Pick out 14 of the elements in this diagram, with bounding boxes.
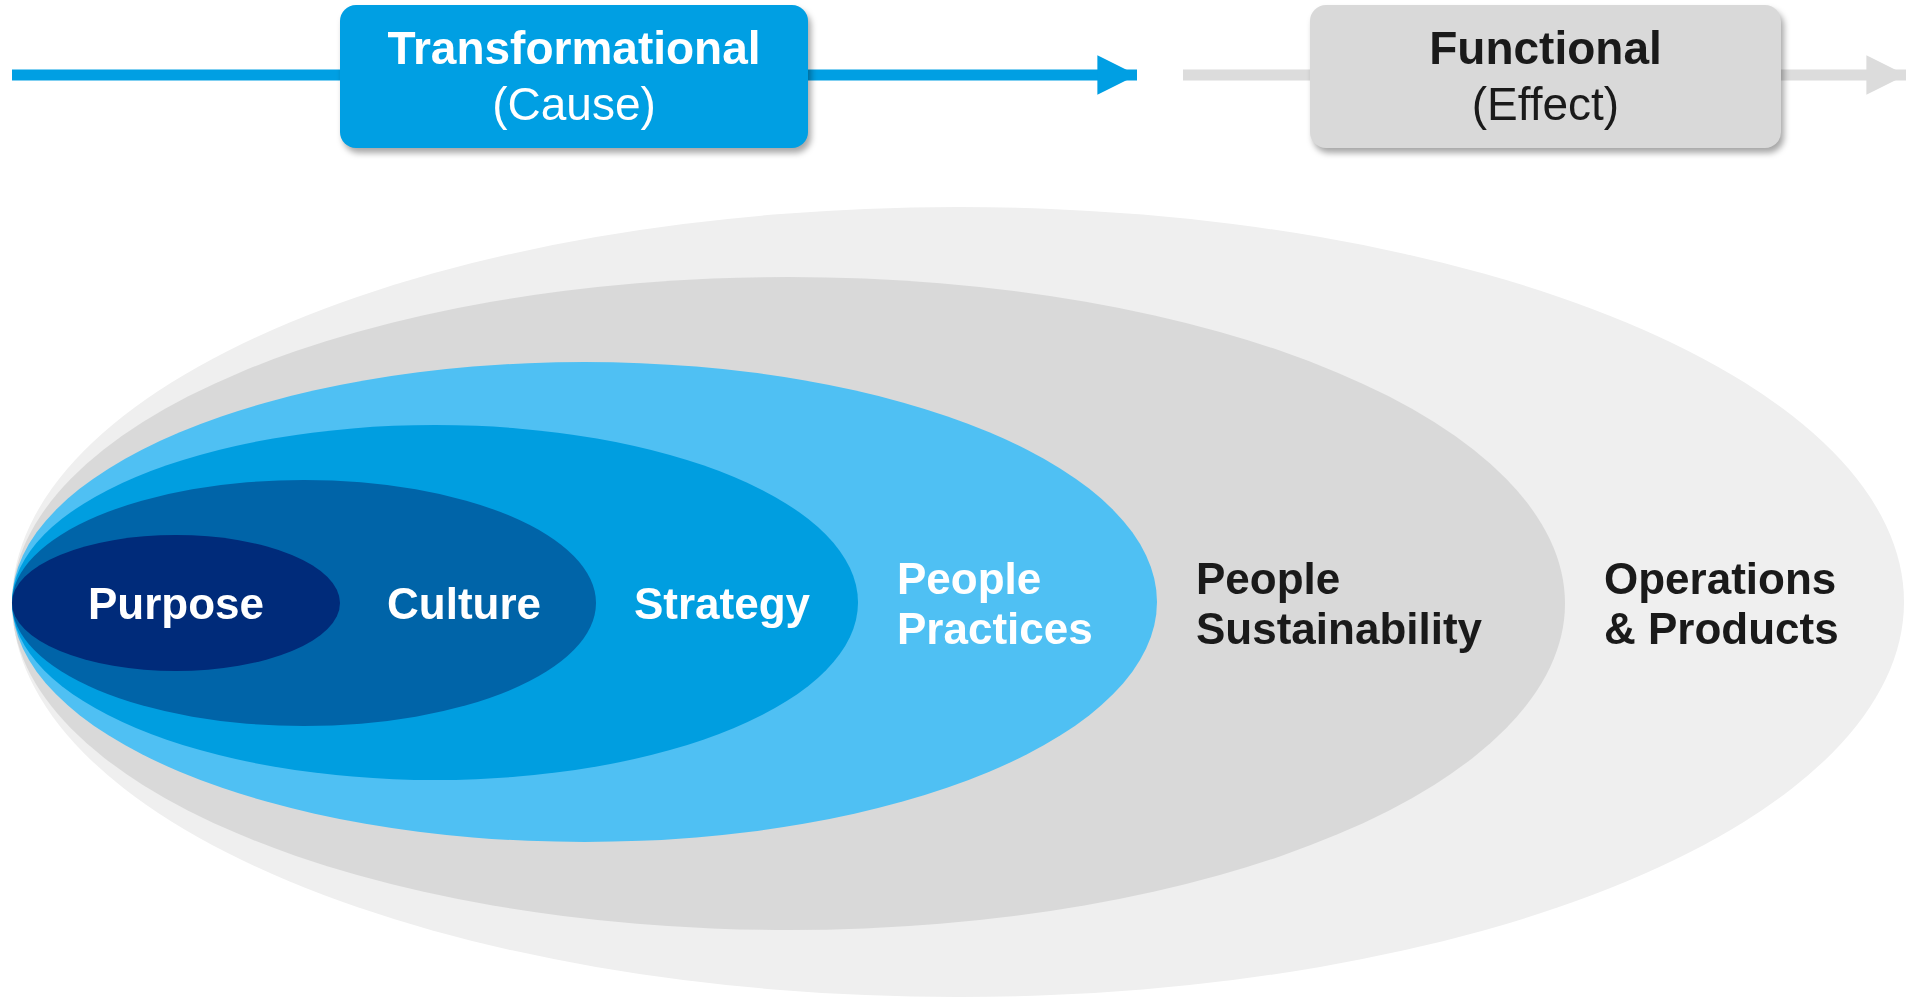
box-heading: Functional — [1428, 21, 1663, 77]
label-box — [1310, 5, 1781, 148]
ellipse-label: Purpose — [88, 579, 264, 629]
box-subtitle: (Effect) — [1470, 76, 1621, 132]
ellipse-label: Strategy — [633, 579, 811, 629]
ellipse-label: Culture — [387, 579, 541, 629]
label-box — [340, 5, 808, 148]
arrow — [808, 55, 1137, 95]
ellipse-label: People Practices — [897, 554, 1094, 654]
ellipse-label: People Sustainability — [1196, 554, 1484, 654]
box-subtitle: (Cause) — [491, 76, 657, 132]
ellipse-label: Operations & Products — [1604, 554, 1840, 654]
box-heading: Transformational — [386, 21, 762, 77]
arrow — [1781, 55, 1906, 95]
